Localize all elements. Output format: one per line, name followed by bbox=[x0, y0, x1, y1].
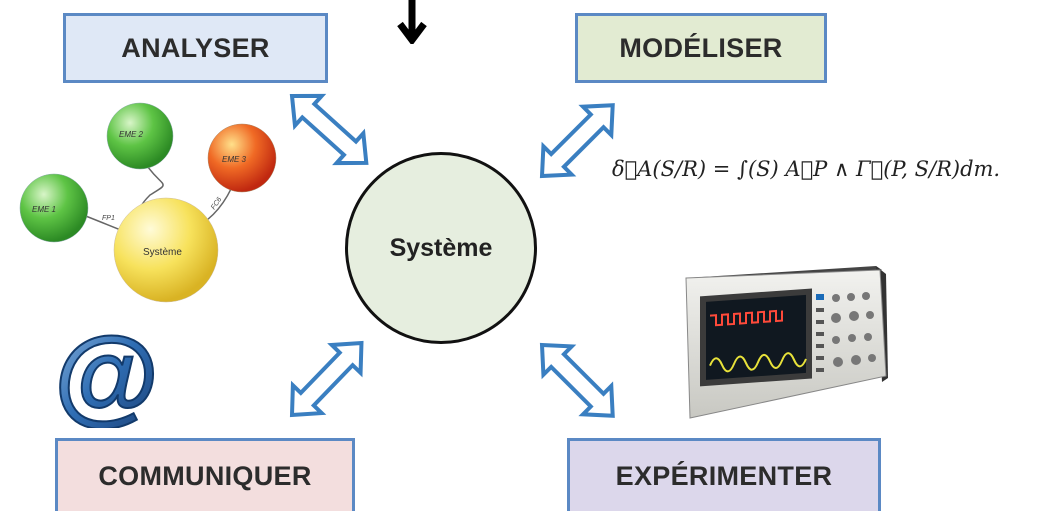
sphere-system-label: Système bbox=[143, 247, 182, 258]
eme2-label: EME 2 bbox=[119, 130, 144, 139]
experimenter-box: EXPÉRIMENTER bbox=[567, 438, 881, 511]
eme3-label: EME 3 bbox=[222, 155, 247, 164]
eme1-sphere bbox=[19, 173, 89, 243]
modeliser-box: MODÉLISER bbox=[575, 13, 827, 83]
arrow-experimenter bbox=[528, 331, 627, 430]
fp1-label: FP1 bbox=[102, 215, 115, 222]
at-symbol: @ bbox=[54, 318, 159, 428]
arrow-communiquer bbox=[275, 327, 378, 431]
system-label: Système bbox=[389, 233, 493, 262]
system-sphere bbox=[113, 197, 219, 303]
analyser-box: ANALYSER bbox=[63, 13, 328, 83]
at-symbol-icon: @ bbox=[53, 318, 160, 428]
sphere-diagram: EME 1 EME 2 EME 3 Système FP1 FC6 bbox=[19, 102, 277, 303]
eme1-label: EME 1 bbox=[32, 205, 56, 214]
down-arrow-icon bbox=[397, 0, 427, 44]
oscilloscope-image bbox=[685, 266, 888, 419]
system-circle: Système bbox=[345, 152, 537, 344]
momentum-formula: δ⃗A(S/R) = ∫(S) A⃗P ∧ Γ⃗(P, S/R)dm. bbox=[612, 157, 1001, 181]
eme2-sphere bbox=[106, 102, 174, 170]
communiquer-box: COMMUNIQUER bbox=[55, 438, 355, 511]
eme3-sphere bbox=[207, 123, 277, 193]
